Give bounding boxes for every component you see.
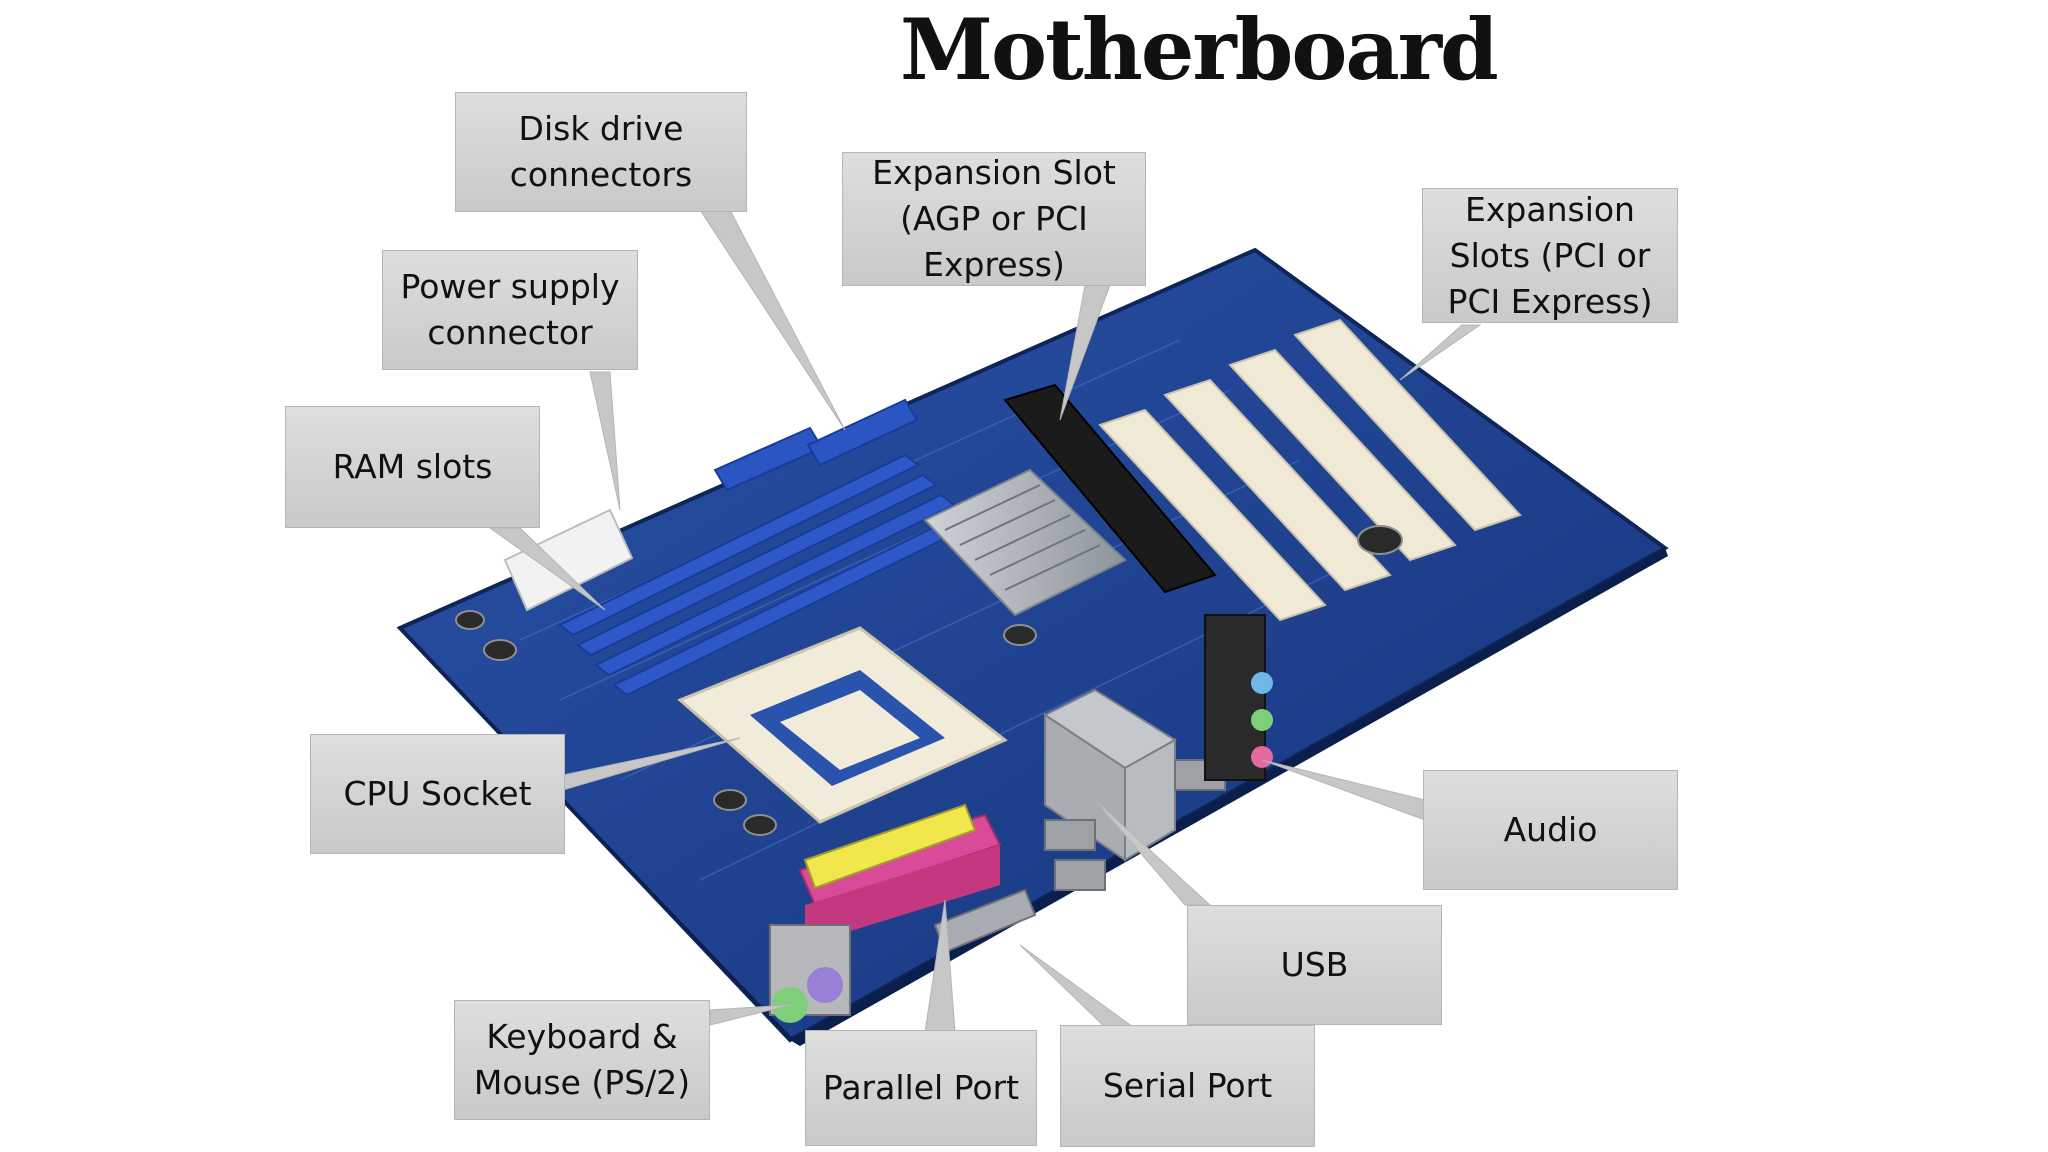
cpu-socket <box>677 626 1008 824</box>
callout-cpu-socket: CPU Socket <box>310 734 565 854</box>
disk-drive-connectors <box>713 398 919 492</box>
callout-serial-port: Serial Port <box>1060 1025 1315 1147</box>
callout-usb: USB <box>1187 905 1442 1025</box>
label-parallel-port: Parallel Port <box>822 1068 1020 1107</box>
label-disk-drive-connectors: Disk drive connectors <box>509 109 693 194</box>
label-expansion-slots-pci: Expansion Slots (PCI or PCI Express) <box>1447 189 1653 321</box>
expansion-slot-agp <box>1003 383 1217 594</box>
label-usb: USB <box>1280 945 1349 984</box>
callout-power-supply-connector: Power supply connector <box>382 250 638 370</box>
ps2-ports <box>769 924 851 1023</box>
label-audio: Audio <box>1503 810 1598 849</box>
callout-expansion-slots-pci: Expansion Slots (PCI or PCI Express) <box>1422 188 1678 323</box>
callout-parallel-port: Parallel Port <box>805 1030 1037 1146</box>
callout-ram-slots: RAM slots <box>285 406 540 528</box>
capacitors <box>455 525 1403 836</box>
label-power-supply-connector: Power supply connector <box>400 267 620 352</box>
expansion-slots-pci <box>1098 318 1522 622</box>
barcode-label <box>803 803 977 890</box>
label-keyboard-mouse: Keyboard & Mouse (PS/2) <box>473 1017 691 1102</box>
label-serial-port: Serial Port <box>1102 1066 1273 1105</box>
callout-audio: Audio <box>1423 770 1678 890</box>
callout-keyboard-mouse: Keyboard & Mouse (PS/2) <box>454 1000 710 1120</box>
label-expansion-slot-agp: Expansion Slot (AGP or PCI Express) <box>872 153 1116 284</box>
callout-disk-drive-connectors: Disk drive connectors <box>455 92 747 212</box>
callout-expansion-slot-agp: Expansion Slot (AGP or PCI Express) <box>842 152 1146 286</box>
audio-jacks <box>1204 614 1273 781</box>
ram-slots <box>558 453 974 697</box>
label-cpu-socket: CPU Socket <box>343 774 532 813</box>
label-ram-slots: RAM slots <box>332 447 493 486</box>
diagram-title: Motherboard <box>900 0 1499 99</box>
chipset-heatsink <box>923 468 1127 617</box>
